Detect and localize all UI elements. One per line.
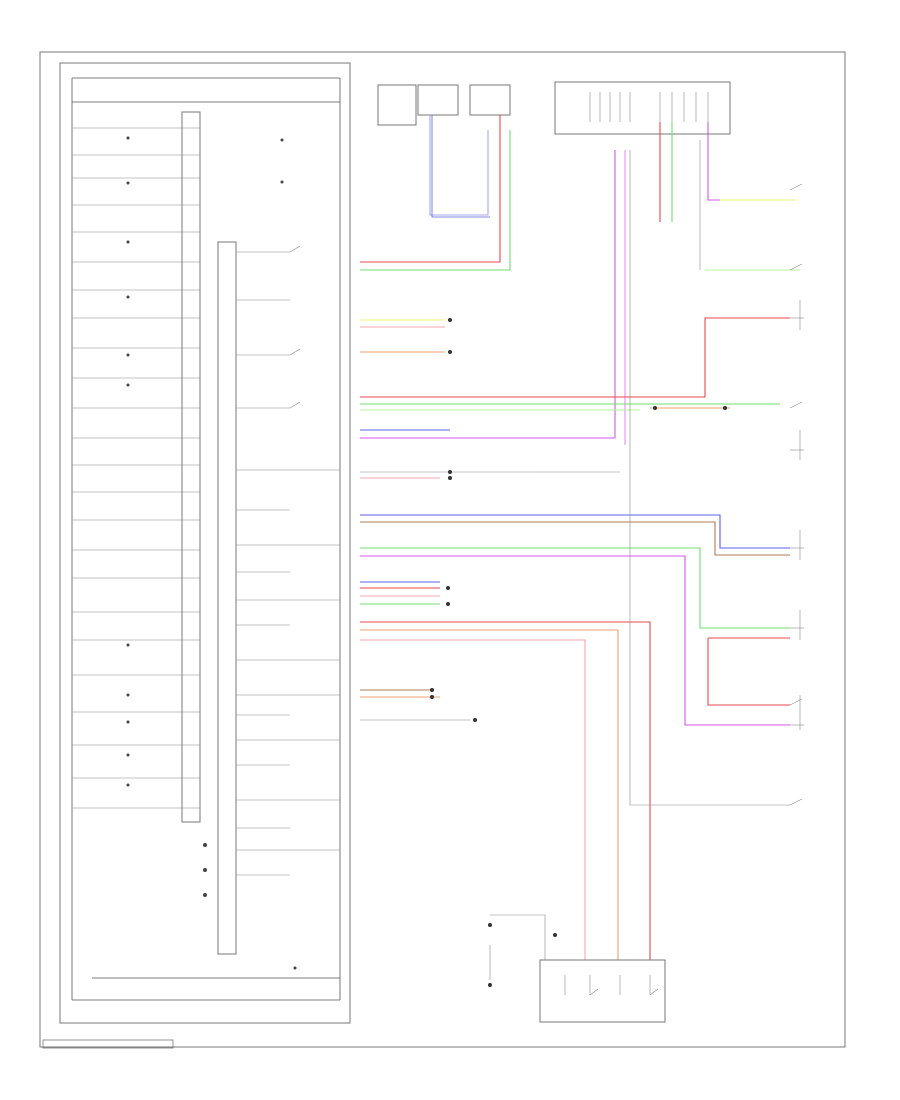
wire-red-5 — [360, 621, 651, 960]
wire-blue-top — [431, 115, 490, 218]
meter-cpu-block — [217, 241, 237, 955]
outer-frame — [39, 51, 846, 1048]
meter-gauge-block — [181, 111, 201, 823]
junction-dots — [430, 318, 727, 987]
top-connectors — [377, 81, 731, 135]
relay-box-left — [377, 84, 417, 126]
combination-meter-module — [59, 62, 351, 1024]
wire-blue-3 — [360, 514, 790, 549]
fuse-box-a — [417, 84, 459, 116]
right-components — [789, 183, 804, 806]
wire-red-long — [360, 317, 790, 398]
wire-green-3 — [360, 547, 790, 629]
colored-wires — [360, 115, 800, 960]
body-control-module-box — [554, 81, 731, 135]
meter-outline — [59, 62, 351, 1024]
wire-red-7 — [707, 638, 790, 706]
wire-violet-main — [360, 150, 616, 439]
grey-wiring — [360, 140, 790, 961]
indicator-branches — [72, 127, 200, 809]
wire-orange-5 — [360, 629, 619, 960]
wire-lavender-top — [429, 115, 489, 216]
connector-pin-ticks — [589, 92, 709, 122]
bottom-sensor-block — [489, 945, 666, 1023]
meter-switch-marks — [236, 245, 340, 876]
footer-label-box — [42, 1039, 174, 1049]
wire-green-top — [360, 130, 511, 271]
wire-pink-5 — [360, 639, 586, 960]
sensor-outline — [539, 959, 666, 1023]
meter-indicator-dots — [126, 136, 297, 970]
wire-brown-1 — [360, 521, 790, 556]
wire-violet-3 — [360, 555, 790, 726]
wire-red-top — [360, 115, 501, 263]
fuse-box-b — [469, 84, 511, 116]
